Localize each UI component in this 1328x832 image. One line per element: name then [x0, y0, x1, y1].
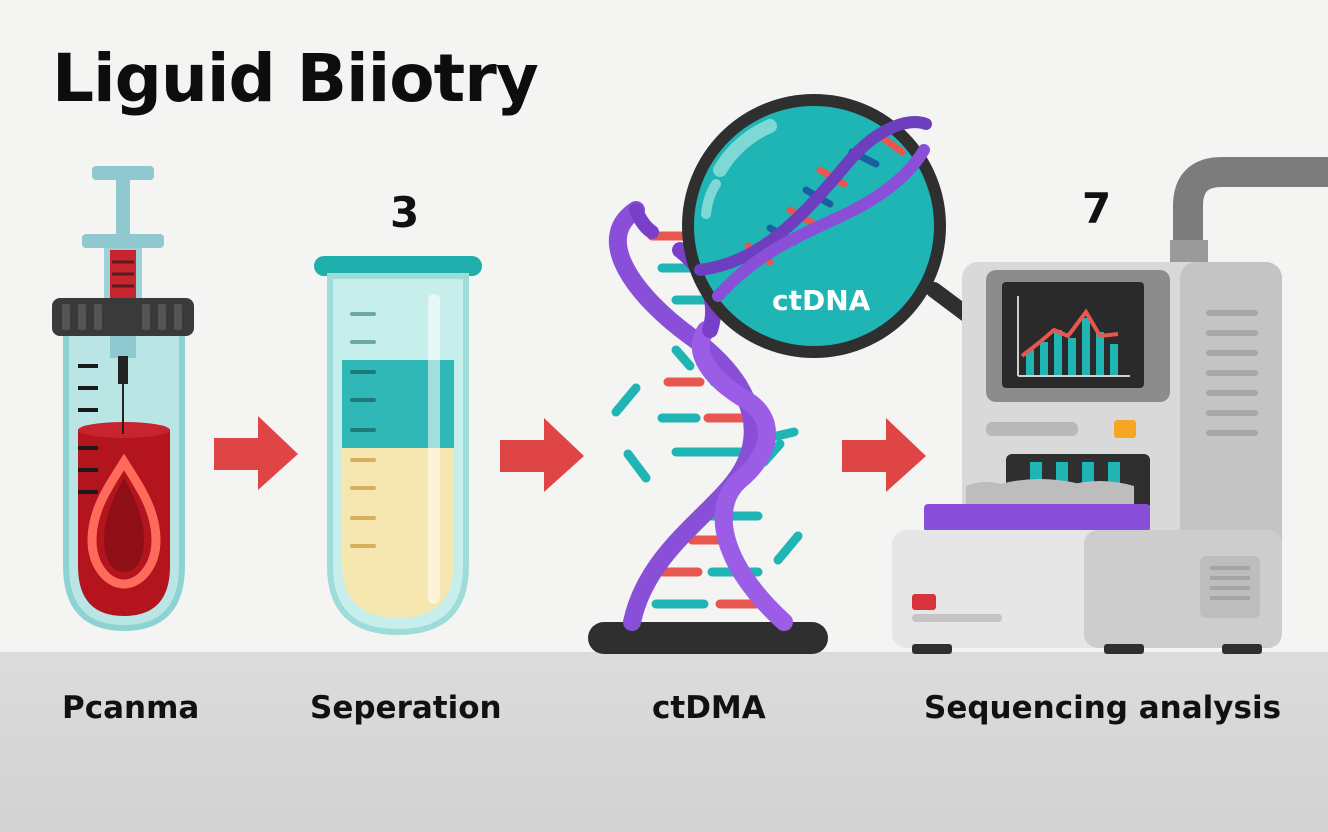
syringe-blood-tube-icon [52, 166, 194, 632]
test-tube-icon [314, 256, 482, 636]
right-arrow-icon [214, 416, 298, 490]
dna-helix-icon [588, 201, 828, 654]
step-number-sequencing: 7 [1082, 184, 1112, 233]
step-number-separation: 3 [390, 188, 420, 237]
step-label-separation: Seperation [310, 690, 502, 726]
right-arrow-icon [842, 418, 926, 492]
magnifier-label: ctDNA [772, 284, 871, 317]
magnifier-icon [682, 94, 982, 358]
step-label-plasma: Pcanma [62, 690, 200, 726]
step-label-sequencing: Sequencing analysis [924, 690, 1282, 726]
step-label-ctdna: ctDMA [652, 690, 766, 726]
diagram-title: Liguid Biiotry [52, 40, 539, 117]
right-arrow-icon [500, 418, 584, 492]
floor-band [0, 652, 1328, 832]
sequencer-machine-icon [892, 157, 1328, 654]
